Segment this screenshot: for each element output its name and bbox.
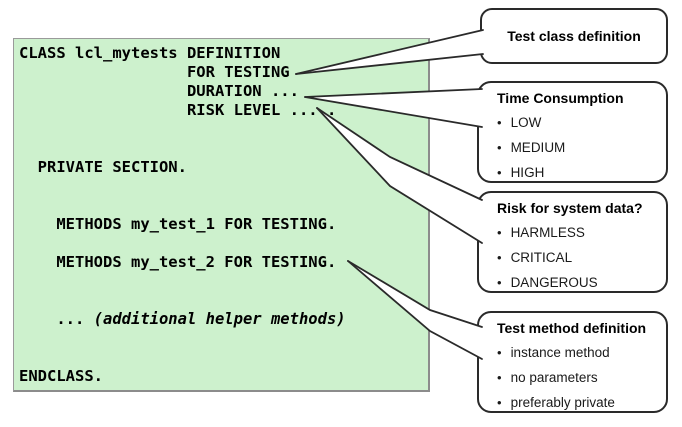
code-line-class: CLASS lcl_mytests DEFINITION: [19, 44, 281, 62]
code-line-risk-level: RISK LEVEL ... .: [19, 101, 337, 119]
code-line-blank: [19, 234, 428, 253]
callout-time-consumption: Time Consumption • LOW • MEDIUM • HIGH: [477, 81, 668, 183]
bullet-label: preferably private: [510, 395, 615, 410]
code-line-blank: [19, 177, 428, 196]
bullet-item: • preferably private: [497, 390, 658, 415]
bullet-list: • LOW • MEDIUM • HIGH: [497, 110, 658, 185]
bullet-dot: •: [497, 250, 502, 265]
code-line-method-1: METHODS my_test_1 FOR TESTING.: [19, 215, 337, 233]
bullet-dot: •: [497, 370, 502, 385]
code-line-blank: [19, 196, 428, 215]
bullet-dot: •: [497, 395, 502, 410]
bullet-label: instance method: [510, 345, 610, 360]
callout-title: Test method definition: [497, 320, 647, 336]
bullet-label: CRITICAL: [510, 250, 573, 265]
callout-title: Test class definition: [507, 27, 641, 44]
callout-title: Time Consumption: [497, 90, 624, 106]
code-line-blank: [19, 329, 428, 348]
helper-dots: ...: [19, 310, 94, 328]
bullet-dot: •: [497, 115, 502, 130]
bullet-label: DANGEROUS: [510, 275, 598, 290]
code-line-for-testing: FOR TESTING: [19, 63, 290, 81]
bullet-dot: •: [497, 345, 502, 360]
helper-note: (additional helper methods): [93, 310, 346, 328]
bullet-label: MEDIUM: [510, 140, 566, 155]
bullet-label: LOW: [510, 115, 542, 130]
bullet-label: no parameters: [510, 370, 598, 385]
bullet-dot: •: [497, 140, 502, 155]
code-line-blank: [19, 272, 428, 291]
bullet-label: HIGH: [510, 165, 545, 180]
callout-risk-for-system-data: Risk for system data? • HARMLESS • CRITICA…: [477, 191, 668, 293]
bullet-item: • HIGH: [497, 160, 658, 185]
bullet-list: • HARMLESS • CRITICAL • DANGEROUS: [497, 220, 658, 295]
bullet-item: • DANGEROUS: [497, 270, 658, 295]
code-line-blank: [19, 291, 428, 310]
bullet-dot: •: [497, 165, 502, 180]
callout-test-class-definition: Test class definition: [480, 8, 668, 64]
bullet-item: • HARMLESS: [497, 220, 658, 245]
bullet-dot: •: [497, 275, 502, 290]
bullet-item: • no parameters: [497, 365, 658, 390]
bullet-item: • LOW: [497, 110, 658, 135]
bullet-item: • CRITICAL: [497, 245, 658, 270]
callout-title: Risk for system data?: [497, 200, 643, 216]
bullet-label: HARMLESS: [510, 225, 585, 240]
code-line-blank: [19, 139, 428, 158]
code-line-blank: [19, 348, 428, 367]
code-line-endclass: ENDCLASS.: [19, 367, 103, 385]
bullet-list: • instance method • no parameters • prefera…: [497, 340, 658, 415]
code-line-duration: DURATION ...: [19, 82, 299, 100]
bullet-item: • instance method: [497, 340, 658, 365]
abap-code-panel: CLASS lcl_mytests DEFINITION FOR TESTING…: [13, 38, 430, 392]
bullet-item: • MEDIUM: [497, 135, 658, 160]
callout-test-method-definition: Test method definition • instance method …: [477, 311, 668, 413]
code-line-method-2: METHODS my_test_2 FOR TESTING.: [19, 253, 337, 271]
bullet-dot: •: [497, 225, 502, 240]
code-line-helper-methods: ... (additional helper methods): [19, 310, 428, 329]
code-line-private-section: PRIVATE SECTION.: [19, 158, 187, 176]
code-line-blank: [19, 120, 428, 139]
